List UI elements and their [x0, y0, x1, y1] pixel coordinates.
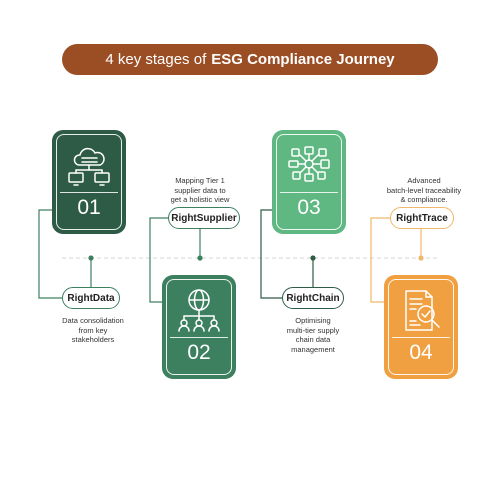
stage-label-rightdata: RightData — [62, 287, 120, 309]
stage-name: RightData — [67, 292, 115, 304]
stage-card-02: 02 — [162, 275, 236, 379]
stage-card-01: 01 — [52, 130, 126, 234]
stage-name: RightTrace — [396, 212, 448, 224]
document-check-icon — [405, 290, 440, 331]
stage-description-04: Advanced batch-level traceability & comp… — [386, 176, 462, 204]
stage-description-03: Optimising multi-tier supply chain data … — [286, 316, 340, 354]
stage-card-04: 04 — [384, 275, 458, 379]
title-bold: ESG Compliance Journey — [211, 51, 395, 68]
stage-number: 03 — [297, 196, 321, 219]
stage-label-righttrace: RightTrace — [390, 207, 454, 229]
page-title: 4 key stages of ESG Compliance Journey — [62, 44, 438, 75]
stage-label-rightchain: RightChain — [282, 287, 344, 309]
stage-card-03: 03 — [272, 130, 346, 234]
stage-description-02: Mapping Tier 1 supplier data to get a ho… — [170, 176, 230, 204]
globe-network-icon — [178, 289, 220, 332]
stage-name: RightChain — [286, 292, 340, 304]
stage-number: 04 — [409, 341, 433, 364]
stage-number: 01 — [77, 196, 101, 219]
stage-description-01: Data consolidation from key stakeholders — [62, 316, 124, 344]
stage-name: RightSupplier — [171, 212, 237, 224]
cloud-server-icon — [68, 147, 110, 186]
title-prefix: 4 key stages of — [105, 51, 207, 68]
stage-label-rightsupplier: RightSupplier — [168, 207, 240, 229]
supply-chain-hub-icon — [288, 146, 330, 182]
stage-number: 02 — [187, 341, 211, 364]
